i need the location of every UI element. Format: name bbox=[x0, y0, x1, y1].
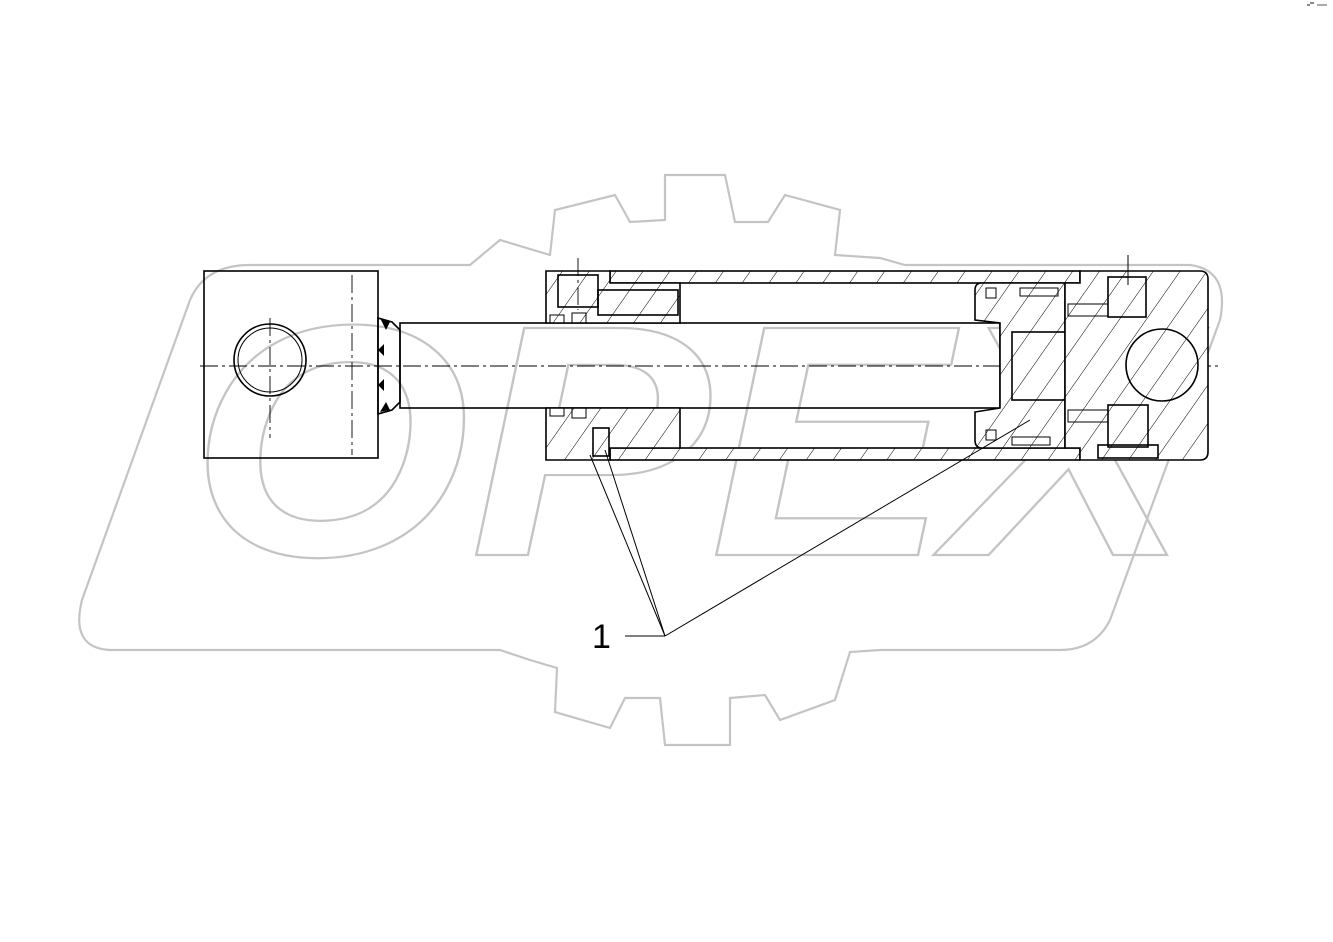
callout-label: 1 bbox=[592, 618, 611, 656]
cylinder-head-gland bbox=[545, 258, 681, 461]
corner-marks bbox=[1307, 2, 1327, 8]
cylinder-end-cap bbox=[1064, 255, 1209, 461]
piston bbox=[974, 282, 1068, 449]
callout-1: 1 bbox=[589, 419, 1031, 656]
